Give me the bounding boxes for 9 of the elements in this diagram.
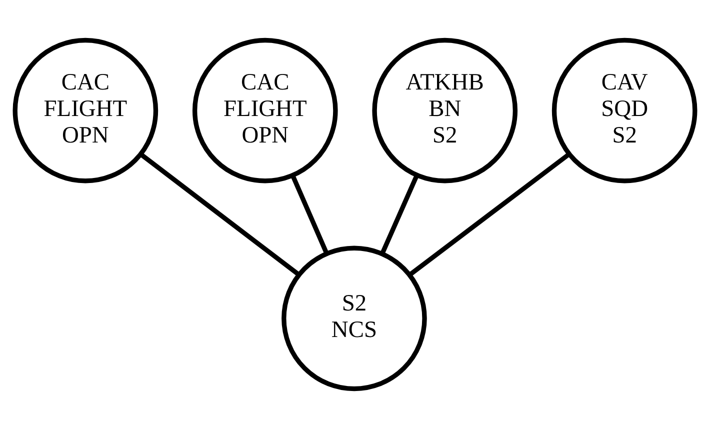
connector [408, 152, 571, 277]
connector [140, 152, 300, 276]
node-circle: CAC FLIGHT OPN [12, 38, 158, 184]
node-circle: CAC FLIGHT OPN [192, 38, 338, 184]
node-circle: S2 NCS [282, 246, 427, 392]
node-circle: CAV SQD S2 [552, 38, 698, 184]
connector [380, 174, 420, 255]
connector [290, 174, 329, 254]
node-circle: ATKHB BN S2 [372, 38, 518, 184]
